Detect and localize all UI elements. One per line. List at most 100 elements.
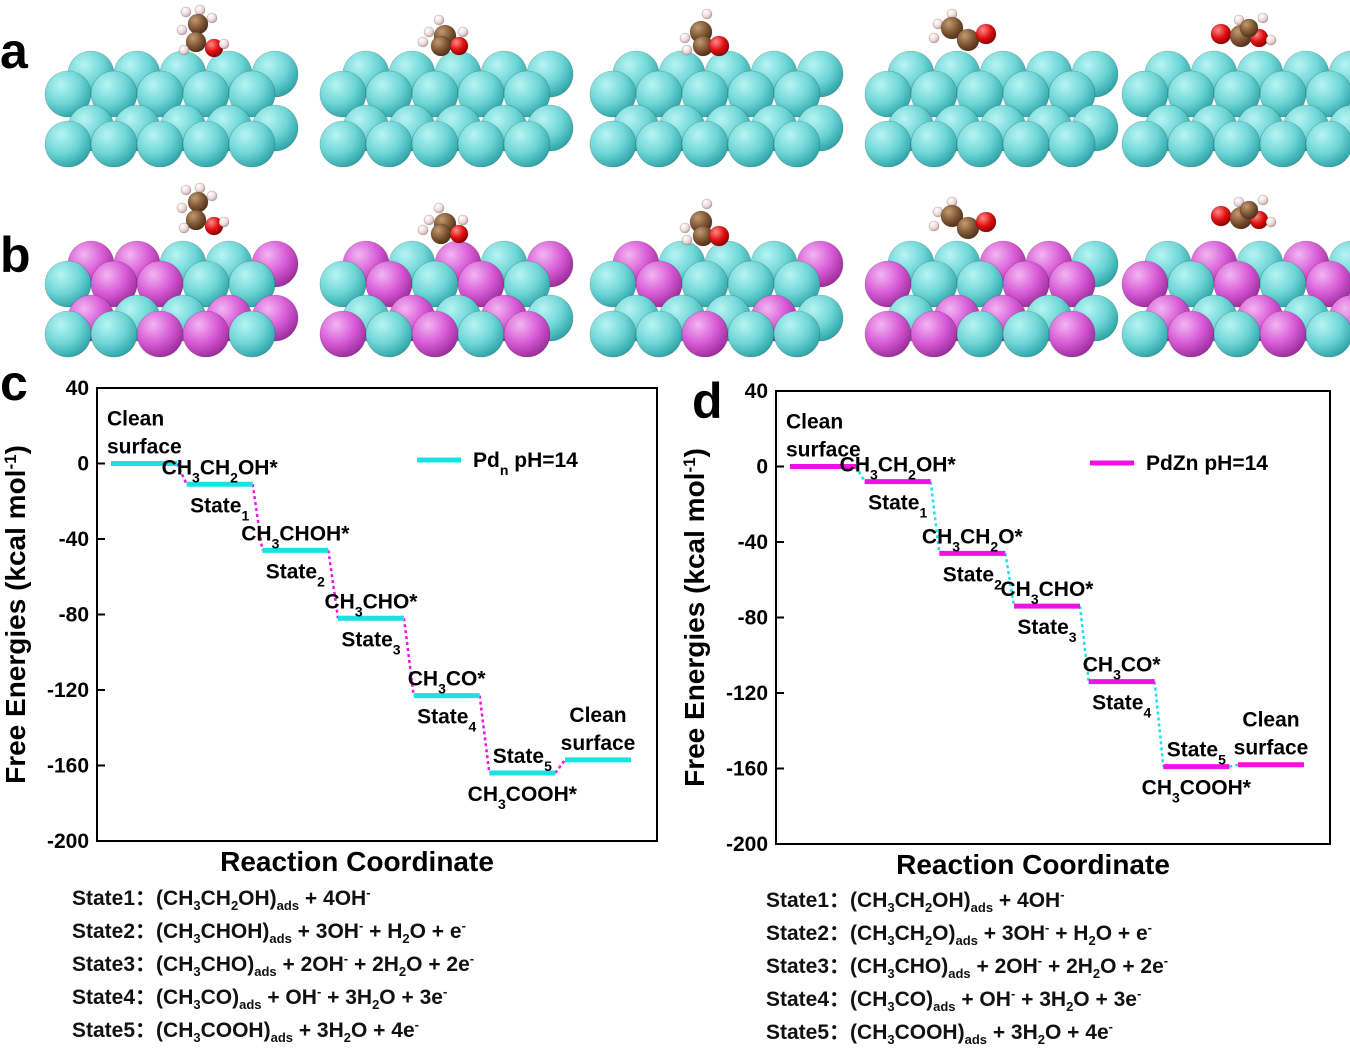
state-formula: (CH3CH2OH)ads + 4OH- <box>850 887 1065 916</box>
level-connector <box>1229 763 1239 768</box>
metal-slab <box>319 240 574 358</box>
state-equation-5: State5：(CH3COOH)ads + 3H2O + 4e- <box>72 1014 419 1045</box>
panel-letter-a: a <box>0 23 29 79</box>
y-tick-label: -80 <box>738 607 768 630</box>
pd-atom <box>956 310 1004 358</box>
oxygen-atom <box>1210 23 1232 45</box>
pd-atom <box>228 310 276 358</box>
pd-atom <box>681 120 729 168</box>
hydrogen-atom <box>218 38 230 50</box>
legend: Pdn pH=14 <box>417 449 578 478</box>
state-equation-2: State2：(CH3CHOH)ads + 3OH- + H2O + e- <box>72 915 466 946</box>
level-connector <box>854 465 866 483</box>
state-label: State2 <box>266 560 325 589</box>
hydrogen-atom <box>1233 196 1245 208</box>
legend-label: PdZn pH=14 <box>1146 452 1268 475</box>
state-formula: (CH3CO)ads + OH- + 3H2O + 3e- <box>156 984 448 1013</box>
carbon-atom <box>940 16 964 40</box>
metal-slab <box>1121 50 1350 168</box>
y-axis-label: Free Energies (kcal mol-1) <box>679 448 710 787</box>
pd-atom <box>727 310 775 358</box>
hydrogen-atom <box>178 222 190 234</box>
x-axis-label: Reaction Coordinate <box>220 846 494 877</box>
species-label: CH3CHOH* <box>241 522 350 551</box>
metal-slab <box>44 50 299 168</box>
adsorbate-molecule <box>679 198 730 247</box>
state-equation-3: State3：(CH3CHO)ads + 2OH- + 2H2O + 2e- <box>766 950 1168 981</box>
y-tick-label: -200 <box>47 830 89 853</box>
adsorbate-molecule <box>1210 194 1277 230</box>
pd-atom <box>44 120 92 168</box>
species-label: CH3CH2OH* <box>162 456 279 485</box>
zn-atom <box>319 310 367 358</box>
state-label: State1 <box>190 494 249 523</box>
species-label: CH3CO* <box>1083 654 1162 683</box>
species-label: CH3CH2O* <box>922 525 1024 554</box>
pd-atom <box>773 70 821 118</box>
hydrogen-atom <box>681 44 693 56</box>
zn-atom <box>1048 260 1096 308</box>
carbon-atom <box>1239 18 1259 38</box>
pd-atom <box>228 70 276 118</box>
adsorption-structures <box>44 4 1350 358</box>
pd-atom <box>1002 310 1050 358</box>
hydrogen-atom <box>701 198 713 210</box>
adsorbate-molecule <box>679 8 730 57</box>
oxygen-atom <box>708 35 730 57</box>
zn-atom <box>681 310 729 358</box>
level-connector <box>402 618 415 696</box>
level-label: surface <box>1234 737 1309 760</box>
state-label: State3 <box>1017 616 1076 645</box>
panel-letter-c: c <box>0 355 28 411</box>
level-label: surface <box>561 732 636 755</box>
state-name: State2： <box>766 922 851 945</box>
y-tick-label: -160 <box>47 755 89 778</box>
state-formula: (CH3CHO)ads + 2OH- + 2H2O + 2e- <box>850 953 1169 982</box>
state-equation-2: State2：(CH3CH2O)ads + 3OH- + H2O + e- <box>766 917 1152 948</box>
level-connector <box>554 759 567 774</box>
hydrogen-atom <box>1257 194 1269 206</box>
state-formula: (CH3COOH)ads + 3H2O + 4e- <box>850 1019 1113 1048</box>
level-label: State5 <box>493 745 552 774</box>
pd-atom <box>228 260 276 308</box>
y-tick-label: 40 <box>745 380 768 403</box>
pd-atom <box>182 120 230 168</box>
state-name: State1： <box>72 887 157 910</box>
y-tick-label: -120 <box>726 682 768 705</box>
pd-atom <box>773 120 821 168</box>
metal-slab <box>1121 240 1350 358</box>
level-connector <box>175 462 188 485</box>
legend: PdZn pH=14 <box>1090 452 1268 475</box>
y-axis-label: Free Energies (kcal mol-1) <box>0 445 31 784</box>
hydrogen-atom <box>423 214 435 226</box>
metal-slab <box>589 240 844 358</box>
hydrogen-atom <box>176 24 188 36</box>
level-connector <box>929 481 941 554</box>
carbon-atom <box>956 216 980 240</box>
level-connector <box>1078 606 1090 682</box>
level-connector <box>251 484 264 551</box>
level-label: Clean <box>107 408 164 431</box>
state-equation-1: State1：(CH3CH2OH)ads + 4OH- <box>766 884 1065 915</box>
state-formula: (CH3CH2O)ads + 3OH- + H2O + e- <box>850 920 1153 949</box>
level-connector <box>478 695 491 774</box>
zn-atom <box>1048 310 1096 358</box>
hydrogen-atom <box>433 14 445 26</box>
state-name: State3： <box>72 953 157 976</box>
state-name: State4： <box>766 988 851 1011</box>
zn-atom <box>910 310 958 358</box>
pd-atom <box>1213 120 1261 168</box>
state-label: State4 <box>417 706 476 735</box>
pd-atom <box>136 120 184 168</box>
pd-atom <box>319 120 367 168</box>
panel-letter-b: b <box>0 227 31 283</box>
oxygen-atom <box>449 36 469 56</box>
adsorbate-molecule <box>417 14 469 57</box>
hydrogen-atom <box>1233 14 1245 26</box>
state-label: State2 <box>943 563 1002 592</box>
pd-atom <box>1048 120 1096 168</box>
state-label: State1 <box>868 492 927 521</box>
carbon-atom <box>430 35 452 57</box>
y-tick-label: -200 <box>726 833 768 856</box>
species-label: CH3CHO* <box>1001 578 1095 607</box>
